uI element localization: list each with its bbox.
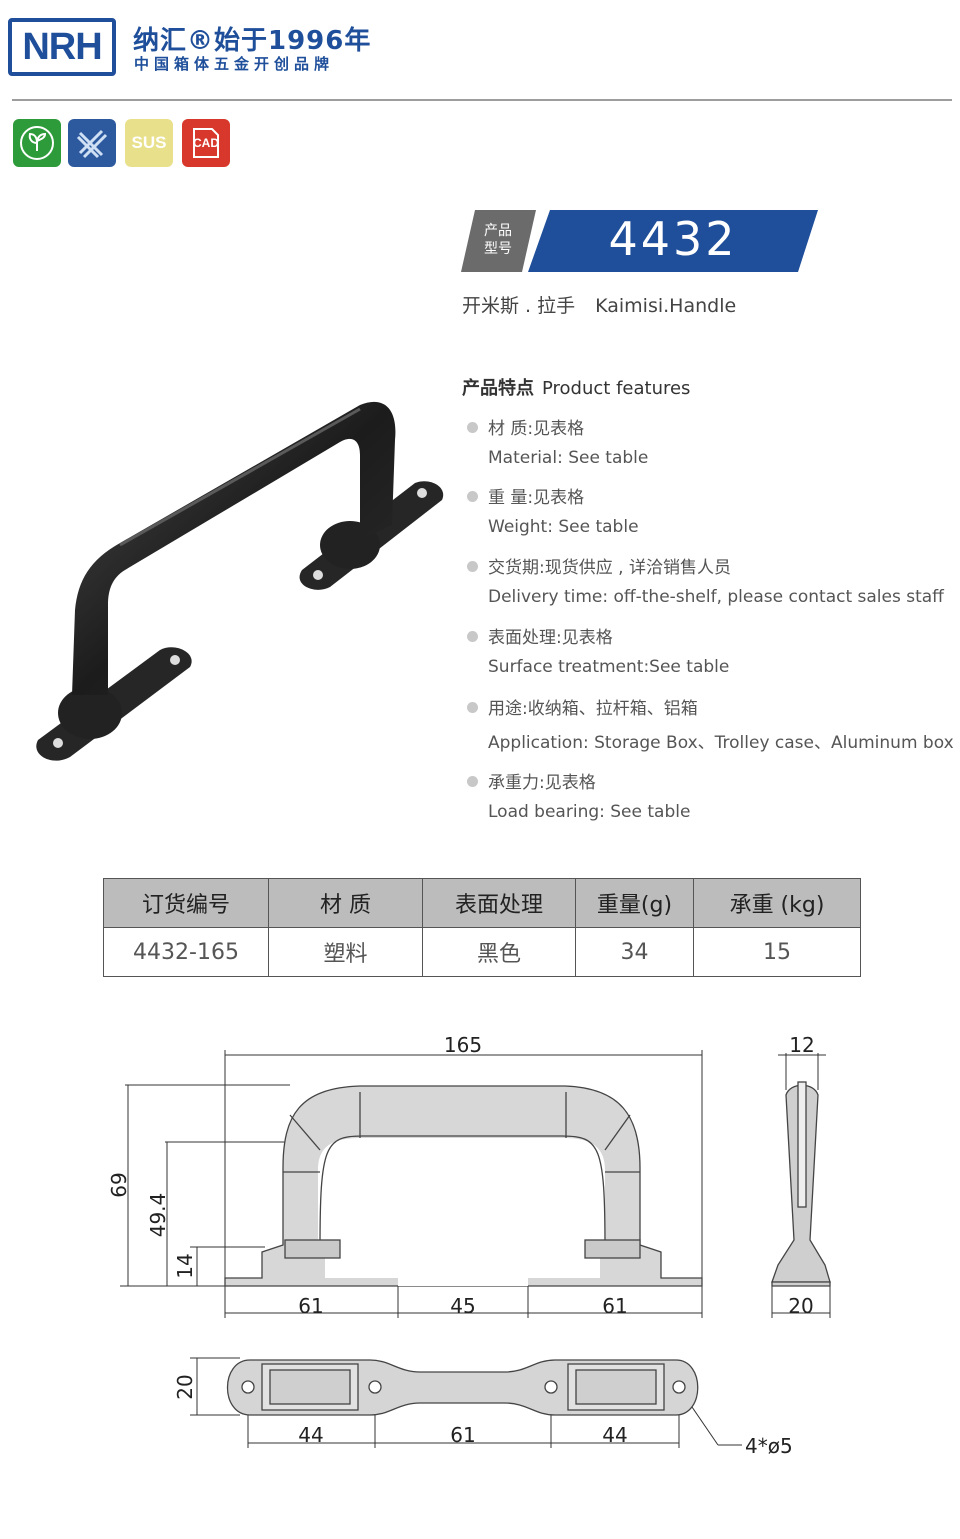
cell-surface: 黑色 xyxy=(422,927,576,977)
feature-cn: 表面处理:见表格 xyxy=(488,628,613,648)
model-number: 4432 xyxy=(608,212,738,266)
feature-en: Surface treatment:See table xyxy=(488,657,730,677)
model-tag-label: 产品 型号 xyxy=(478,222,518,258)
model-tag-line1: 产品 xyxy=(484,223,512,239)
feature-cn: 重 量:见表格 xyxy=(488,488,585,508)
dim-hole-left: 44 xyxy=(298,1423,323,1447)
cad-label: CAD xyxy=(193,136,219,150)
features-title-en: Product features xyxy=(542,378,691,399)
cell-order-no: 4432-165 xyxy=(103,927,269,977)
col-surface: 表面处理 xyxy=(422,878,576,928)
dim-seg-mid: 45 xyxy=(450,1294,475,1318)
brand-logo: NRH xyxy=(8,18,116,76)
dim-side-base: 20 xyxy=(788,1294,813,1318)
features-title: 产品特点 Product features xyxy=(462,374,690,400)
table-row: 4432-165 塑料 黑色 34 15 xyxy=(103,927,861,977)
product-name: 开米斯 . 拉手 Kaimisi.Handle xyxy=(462,291,736,318)
dim-thickness: 12 xyxy=(789,1033,814,1057)
model-tag-line2: 型号 xyxy=(484,241,512,257)
dim-hole-note: 4*ø5 xyxy=(745,1434,793,1458)
model-tag-shape xyxy=(461,210,536,272)
feature-en: Weight: See table xyxy=(488,517,639,537)
bullet-icon xyxy=(467,702,478,713)
feature-en: Application: Storage Box、Trolley case、Al… xyxy=(488,733,954,753)
col-order-no: 订货编号 xyxy=(103,878,269,928)
feature-cn: 材 质:见表格 xyxy=(488,419,585,439)
feature-item: 交货期:现货供应 , 详洽销售人员 Delivery time: off-the… xyxy=(467,553,957,607)
sus-label: SUS xyxy=(131,133,167,152)
feature-cn: 承重力:见表格 xyxy=(488,773,596,793)
cell-weight: 34 xyxy=(575,927,694,977)
dim-bottom-width: 20 xyxy=(173,1374,197,1399)
bullet-icon xyxy=(467,422,478,433)
dim-height-inner: 49.4 xyxy=(146,1193,170,1238)
bullet-icon xyxy=(467,776,478,787)
header-divider xyxy=(12,99,952,101)
spec-table: 订货编号 材 质 表面处理 重量(g) 承重 (kg) 4432-165 塑料 … xyxy=(103,878,861,977)
brand-slogan: 纳汇®始于1996年 xyxy=(133,26,372,56)
feature-cn: 用途:收纳箱、拉杆箱、铝箱 xyxy=(488,699,698,719)
cell-load: 15 xyxy=(693,927,861,977)
brand-tagline: 中国箱体五金开创品牌 xyxy=(134,55,335,73)
col-material: 材 质 xyxy=(268,878,423,928)
cad-badge: CAD xyxy=(182,119,230,167)
feature-en: Material: See table xyxy=(488,448,649,468)
dim-seg-right: 61 xyxy=(602,1294,627,1318)
feature-item: 承重力:见表格 Load bearing: See table xyxy=(467,768,957,822)
dim-seg-left: 61 xyxy=(298,1294,323,1318)
dim-hole-right: 44 xyxy=(602,1423,627,1447)
dim-height-total: 69 xyxy=(107,1172,131,1197)
eco-leaf-icon xyxy=(13,119,61,167)
feature-item: 表面处理:见表格 Surface treatment:See table xyxy=(467,623,957,677)
feature-item: 用途:收纳箱、拉杆箱、铝箱 Application: Storage Box、T… xyxy=(467,694,957,753)
bullet-icon xyxy=(467,561,478,572)
cell-material: 塑料 xyxy=(268,927,423,977)
feature-item: 重 量:见表格 Weight: See table xyxy=(467,483,957,537)
product-name-en: Kaimisi.Handle xyxy=(595,295,737,317)
feature-en: Delivery time: off-the-shelf, please con… xyxy=(488,587,944,607)
col-load: 承重 (kg) xyxy=(693,878,861,928)
bullet-icon xyxy=(467,491,478,502)
col-weight: 重量(g) xyxy=(575,878,694,928)
feature-item: 材 质:见表格 Material: See table xyxy=(467,414,957,468)
table-header-row: 订货编号 材 质 表面处理 重量(g) 承重 (kg) xyxy=(103,878,861,928)
model-number-banner xyxy=(528,210,818,272)
product-name-cn: 开米斯 . 拉手 xyxy=(462,295,576,317)
tools-icon xyxy=(68,119,116,167)
product-photo xyxy=(36,401,444,761)
bullet-icon xyxy=(467,631,478,642)
dim-overall-length: 165 xyxy=(444,1033,482,1057)
dim-base-height: 14 xyxy=(173,1253,197,1278)
logo-text: NRH xyxy=(22,25,102,68)
technical-drawing: 165 12 69 49.4 14 61 45 61 20 20 44 61 4… xyxy=(107,1033,831,1458)
feature-en: Load bearing: See table xyxy=(488,802,691,822)
dim-hole-mid: 61 xyxy=(450,1423,475,1447)
features-title-cn: 产品特点 xyxy=(462,378,534,399)
sus-badge: SUS xyxy=(125,119,173,167)
feature-cn: 交货期:现货供应 , 详洽销售人员 xyxy=(488,558,731,578)
